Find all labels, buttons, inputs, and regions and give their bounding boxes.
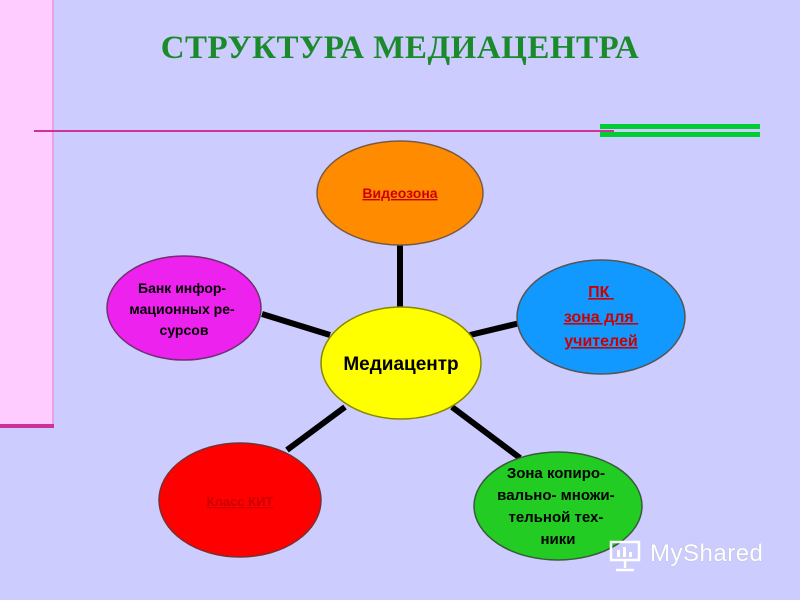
node-kit-shape: [158, 442, 322, 558]
node-kit-label: Класс КИТ: [207, 494, 274, 509]
side-decoration-strip: [0, 0, 52, 428]
node-center-shape: [320, 306, 482, 420]
node-video-label: Видеозона: [362, 185, 437, 201]
title-divider-line: [34, 130, 614, 132]
node-bank: Банк инфор- мационных ре- сурсов: [106, 255, 262, 361]
node-center-label: Медиацентр: [343, 354, 458, 375]
node-video: Видеозона: [316, 140, 484, 246]
watermark: MyShared: [608, 536, 768, 576]
node-pc-shape: [516, 259, 686, 375]
page-title: СТРУКТУРА МЕДИАЦЕНТРА: [160, 30, 640, 66]
node-center: Медиацентр: [320, 306, 482, 420]
node-video-shape: [316, 140, 484, 246]
node-copy-shape: [473, 451, 643, 561]
node-bank-label: Банк инфор- мационных ре- сурсов: [129, 280, 238, 338]
node-pc-label: ПК зона для учителей: [564, 284, 638, 350]
node-pc: ПК зона для учителей: [516, 259, 686, 375]
connectors: [261, 244, 522, 461]
connector-bank: [261, 311, 331, 338]
presentation-board-icon: [609, 540, 641, 572]
connector-pc: [469, 320, 521, 338]
title-divider-accent: [600, 124, 760, 138]
connector-kit: [285, 404, 347, 453]
node-bank-shape: [106, 255, 262, 361]
watermark-text: MyShared: [650, 540, 764, 567]
side-decoration-line: [52, 0, 54, 428]
node-copy-label: Зона копиро- вально- множи- тельной тех-…: [497, 465, 619, 548]
node-kit: Класс КИТ: [158, 442, 322, 558]
side-decoration-underline: [0, 424, 54, 428]
node-copy: Зона копиро- вально- множи- тельной тех-…: [473, 451, 643, 561]
connector-copy: [450, 404, 522, 461]
